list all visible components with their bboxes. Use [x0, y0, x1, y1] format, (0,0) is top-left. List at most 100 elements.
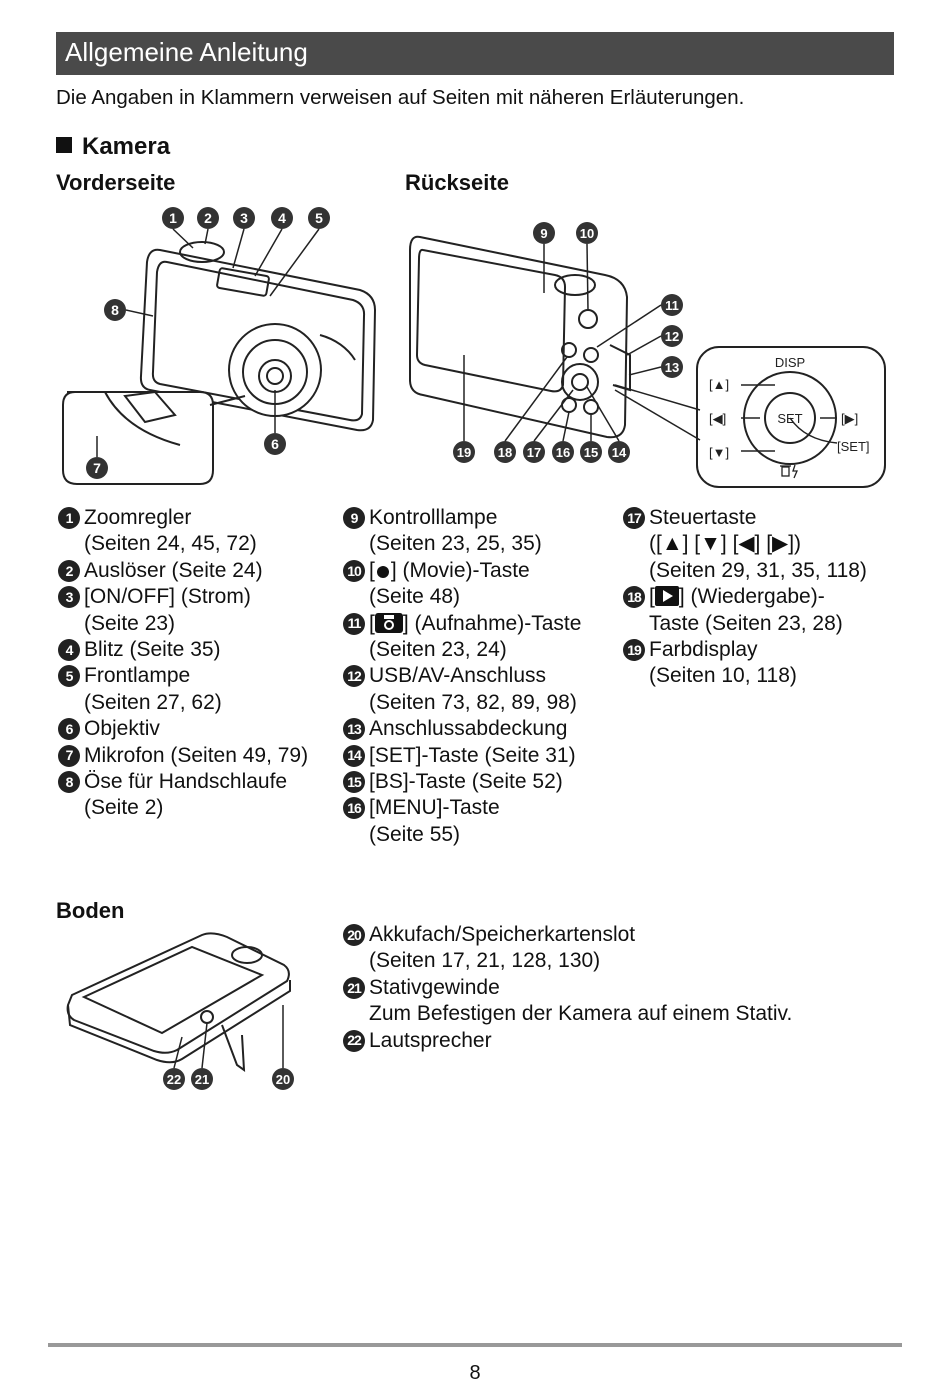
item-pages: (Seiten 17, 21, 128, 130)	[369, 949, 601, 973]
list-item: 16[MENU]-Taste	[343, 795, 618, 821]
rear-heading: Rückseite	[405, 170, 509, 195]
item-label: ] (Movie)-Taste	[390, 558, 530, 582]
marker-20: 20	[276, 1072, 290, 1087]
marker-22: 22	[343, 1029, 365, 1052]
marker-13: 13	[665, 360, 679, 375]
item-text: Öse für Handschlaufe	[84, 770, 288, 794]
marker-5: 5	[58, 665, 80, 688]
page-number: 8	[469, 1362, 481, 1384]
marker-12: 12	[343, 665, 365, 688]
item-pages: Taste (Seiten 23, 28)	[649, 611, 843, 635]
marker-8: 8	[58, 771, 80, 794]
marker-19: 19	[457, 445, 471, 460]
marker-14: 14	[612, 445, 627, 460]
item-text: [ON/OFF] (Strom)	[84, 585, 251, 609]
item-text: Zoomregler	[84, 506, 192, 529]
camera-icon	[374, 612, 403, 633]
marker-20: 20	[343, 924, 365, 946]
marker-5: 5	[315, 210, 323, 226]
item-label: ] (Aufnahme)-Taste	[402, 611, 582, 635]
list-item: 3[ON/OFF] (Strom)	[58, 584, 333, 610]
intro-text: Die Angaben in Klammern verweisen auf Se…	[56, 86, 745, 109]
item-pages: (Seiten 23, 25, 35)	[369, 532, 542, 556]
item-label: ] (Wiedergabe)-	[678, 585, 825, 609]
item-text: [ ] (Wiedergabe)-	[649, 584, 825, 610]
bracket-open: [	[649, 585, 655, 609]
marker-15: 15	[584, 445, 598, 460]
item-text: Lautsprecher	[369, 1028, 492, 1052]
marker-8: 8	[111, 302, 119, 318]
item-keys: ([▲] [▼] [◀] [▶])	[649, 532, 802, 556]
item-text: Kontrolllampe	[369, 506, 498, 529]
marker-6: 6	[271, 436, 279, 452]
marker-3: 3	[58, 586, 80, 609]
trash-flash-icon	[780, 464, 798, 479]
item-text: Objektiv	[84, 717, 160, 741]
item-pages: (Seiten 10, 118)	[649, 664, 797, 688]
item-pages: (Seiten 27, 62)	[84, 690, 222, 714]
list-item: 10[] (Movie)-Taste	[343, 558, 618, 584]
item-pages: (Seite 23)	[84, 611, 176, 635]
item-text: Frontlampe	[84, 664, 191, 688]
page-header: Allgemeine Anleitung	[56, 32, 894, 75]
marker-16: 16	[556, 445, 570, 460]
right-label: [▶]	[841, 411, 858, 426]
bracket-open: [	[369, 611, 375, 635]
marker-1: 1	[58, 507, 80, 529]
marker-17: 17	[527, 445, 541, 460]
marker-22: 22	[167, 1072, 181, 1087]
item-text: Anschlussabdeckung	[369, 717, 568, 741]
item-text: Steuertaste	[649, 506, 757, 529]
down-label: [▼]	[709, 445, 729, 460]
marker-11: 11	[343, 612, 365, 635]
marker-4: 4	[58, 639, 80, 662]
list-item: 15[BS]-Taste (Seite 52)	[343, 769, 618, 795]
bottom-heading: Boden	[56, 898, 125, 923]
section-heading: Kamera	[56, 133, 170, 161]
marker-1: 1	[169, 210, 177, 226]
list-item: 18[] (Wiedergabe)-	[623, 584, 898, 610]
marker-12: 12	[665, 329, 679, 344]
marker-7: 7	[93, 460, 101, 476]
item-pages: (Seiten 24, 45, 72)	[84, 532, 257, 556]
bracket-open: [	[369, 558, 375, 582]
marker-21: 21	[195, 1072, 209, 1087]
page-title: Allgemeine Anleitung	[65, 37, 308, 67]
item-description: Zum Befestigen der Kamera auf einem Stat…	[369, 1002, 793, 1026]
item-pages: (Seiten 29, 31, 35, 118)	[649, 558, 867, 582]
item-text: Blitz (Seite 35)	[84, 638, 221, 662]
item-text: [BS]-Taste (Seite 52)	[369, 770, 563, 794]
marker-17: 17	[623, 507, 645, 529]
item-text: Auslöser (Seite 24)	[84, 558, 263, 582]
play-icon	[654, 586, 679, 607]
front-camera-illustration: 1 2 3 4 5 8 6 7	[62, 207, 377, 485]
item-pages: (Seite 2)	[84, 796, 164, 820]
item-text: [ ] (Movie)-Taste	[369, 558, 530, 584]
item-pages: (Seite 55)	[369, 822, 461, 846]
disp-label: DISP	[775, 355, 805, 370]
marker-19: 19	[623, 639, 645, 662]
item-pages: (Seite 48)	[369, 585, 461, 609]
marker-18: 18	[498, 445, 512, 460]
marker-14: 14	[343, 744, 365, 767]
item-text: [SET]-Taste (Seite 31)	[369, 743, 576, 767]
marker-3: 3	[240, 210, 248, 226]
item-text: Farbdisplay	[649, 638, 758, 662]
bottom-camera-illustration: 22 21 20	[66, 932, 294, 1090]
marker-10: 10	[580, 226, 594, 241]
marker-6: 6	[58, 718, 80, 741]
marker-21: 21	[343, 976, 365, 999]
rear-camera-illustration: 9 10 11 12 13 19 18 17 16 15 14 DISP [▲]…	[409, 222, 886, 488]
marker-4: 4	[278, 210, 286, 226]
